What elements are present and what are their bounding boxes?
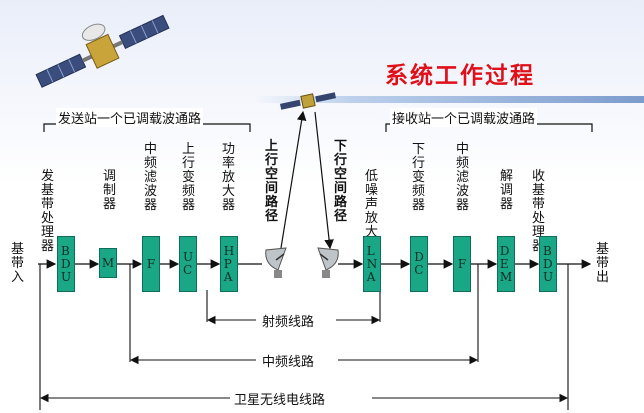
stage-label-if-filter-rx: 中频滤波器 (455, 142, 469, 213)
stage-label-upconverter: 上行变频器 (181, 142, 195, 213)
stage-label-downconverter: 下行变频器 (411, 142, 425, 213)
baseband-in-label: 基带入 (10, 242, 24, 285)
dish-antenna-icon (265, 247, 287, 278)
downlink-path-label: 下行空间路径 (333, 139, 347, 224)
stage-label-hpa: 功率放大器 (221, 142, 235, 213)
uplink-path-label: 上行空间路径 (264, 139, 278, 224)
block-if-filter-tx: F (142, 236, 160, 292)
baseband-out-label: 基带出 (595, 242, 609, 285)
dish-antenna-icon (317, 247, 339, 278)
satellite-link-label: 卫星无线电线路 (234, 393, 326, 408)
stage-label-if-filter-tx: 中频滤波器 (143, 142, 157, 213)
rf-span-label: 射频线路 (262, 315, 315, 330)
small-satellite-icon (279, 92, 337, 110)
block-modulator: M (99, 248, 117, 278)
page-title: 系统工作过程 (385, 62, 535, 89)
if-span-label: 中频线路 (262, 355, 315, 370)
satellite-icon (35, 14, 170, 88)
decorative-rail (255, 96, 644, 103)
stage-label-modulator: 调制器 (102, 169, 116, 212)
stage-label-demodulator: 解调器 (499, 169, 513, 212)
tx-bracket-label: 发送站一个已调载波通路 (56, 108, 204, 127)
block-if-filter-rx: F (453, 236, 471, 292)
stage-label-tx-baseband: 发基带处理器 (40, 169, 54, 254)
rx-bracket-label: 接收站一个已调载波通路 (390, 108, 538, 127)
